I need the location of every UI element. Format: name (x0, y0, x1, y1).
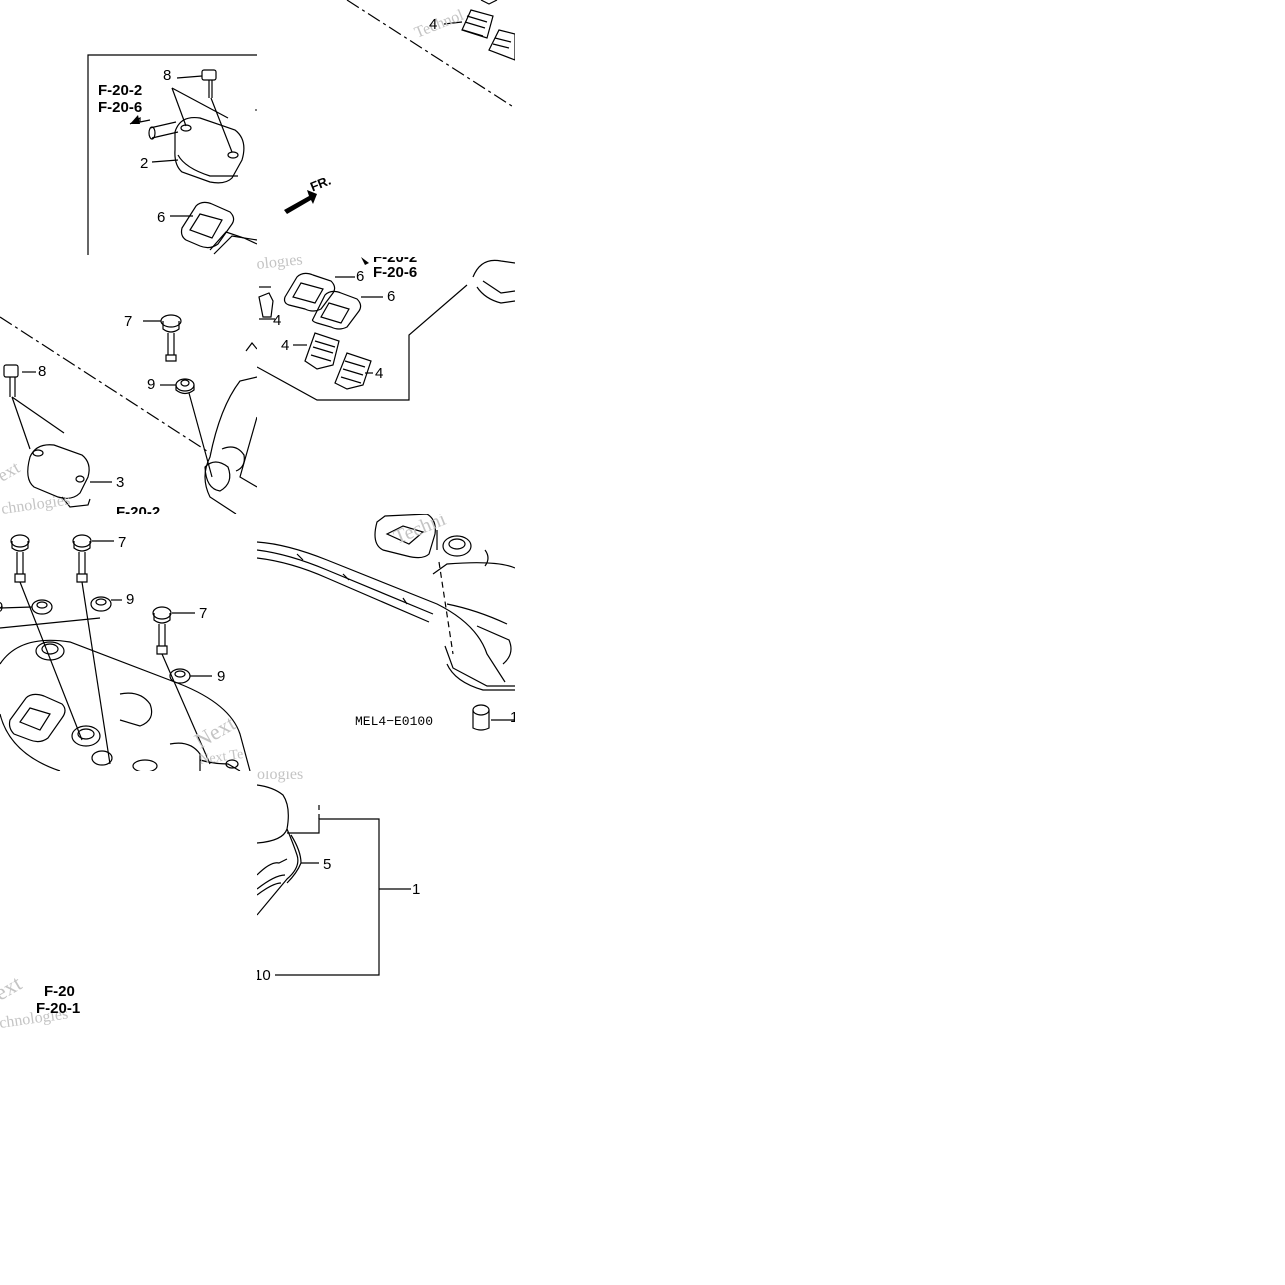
callout-7: 7 (124, 313, 133, 330)
callout-9: 9 (0, 600, 3, 615)
ref-f-20-1: F-20-1 (36, 1000, 81, 1017)
ref-f-20-6: F-20-6 (373, 264, 418, 281)
washer-9-part (175, 378, 195, 395)
callout-9c: 9 (217, 668, 226, 685)
detail-frame (257, 284, 468, 401)
washer-9-part-b (90, 596, 112, 612)
dowel-pin-part (472, 704, 490, 731)
callout-3: 3 (116, 474, 125, 491)
diagram-tile-cover-fasteners: Next Next Te 7 9 9 7 9 (0, 514, 257, 771)
watermark: ologies (257, 257, 303, 273)
gasket-6-part (283, 272, 336, 312)
reed-valve-4-part (258, 292, 372, 390)
bolt-7-part (160, 314, 182, 362)
centerline (0, 316, 211, 454)
washer-9-part (31, 599, 53, 615)
watermark: Techni (391, 514, 450, 549)
diagram-tile-cover-assembly: ologies 5 1 10 (257, 771, 515, 1028)
breather-housing-part (148, 116, 245, 184)
callout-1: 1 (510, 709, 515, 726)
centerline (346, 0, 515, 109)
callout-10: 10 (257, 967, 271, 984)
cover-edge (204, 376, 257, 514)
diagram-tile-cover-bolts: ext chnologies 7 9 8 3 F-20-2 (0, 257, 257, 514)
ref-f-20-2: F-20-2 (373, 257, 418, 266)
watermark: ext (0, 970, 26, 1005)
callout-4: 4 (429, 16, 438, 33)
front-arrow-icon (284, 190, 317, 214)
watermark: Next Te (198, 747, 244, 768)
callout-8: 8 (163, 67, 172, 84)
ref-f-20-6: F-20-6 (98, 99, 143, 116)
diagram-tile-breather-housing: 8 F-20-2 F-20-6 2 6 (0, 0, 257, 257)
callout-5: 5 (323, 856, 332, 873)
breather-housing-part (27, 444, 91, 508)
bolt-7-part (10, 534, 30, 583)
callout-6: 6 (356, 268, 365, 285)
detail-frame (87, 54, 257, 255)
gasket-6-part (180, 201, 257, 255)
bolt-7-part-b (72, 534, 92, 583)
callout-2: 2 (140, 155, 149, 172)
watermark: Technol (412, 7, 466, 42)
diagram-tile-front-arrow: Technol 4 FR. (257, 0, 515, 257)
diagram-tile-cover-gasket: Techni MEL4−E0100 1 (257, 514, 515, 771)
cylinder-cover-part (257, 784, 302, 916)
callout-7: 7 (118, 534, 127, 551)
ref-f-20: F-20 (44, 983, 75, 1000)
bolt-7-part-c (152, 606, 172, 655)
bolt-8-part (3, 364, 19, 397)
bolt-8-part (201, 69, 217, 98)
callout-6b: 6 (387, 288, 396, 305)
callout-9b: 9 (126, 591, 135, 608)
callout-4: 4 (273, 312, 282, 329)
cylinder-cover-part (0, 639, 251, 771)
part-code: MEL4−E0100 (355, 714, 434, 729)
cylinder-cover-part (257, 514, 515, 691)
gasket-6-part-b (311, 290, 362, 330)
assembly-bracket (275, 818, 380, 976)
watermark: ologies (257, 771, 303, 783)
diagram-tile-refs: ext chnologies F-20 F-20-1 (0, 771, 257, 1028)
watermark: Next (190, 710, 240, 753)
callout-6: 6 (157, 209, 166, 226)
diagram-tile-gaskets-reeds: ologies 7 6 6 4 4 4 F-20-2 F-20-6 (257, 257, 515, 514)
ref-f-20-2: F-20-2 (116, 504, 161, 514)
callout-9: 9 (147, 376, 156, 393)
watermark: chnologies (0, 491, 71, 514)
callout-4b: 4 (281, 337, 290, 354)
callout-7b: 7 (199, 605, 208, 622)
callout-4c: 4 (375, 365, 384, 382)
reed-valve-4-part (461, 0, 515, 61)
watermark: ext (0, 457, 23, 485)
ref-f-20-2: F-20-2 (98, 82, 143, 99)
callout-1: 1 (412, 881, 421, 898)
callout-8: 8 (38, 363, 47, 380)
